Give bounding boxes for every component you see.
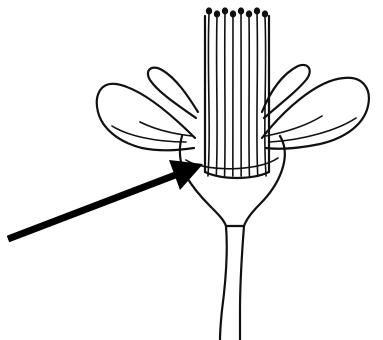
filament: [249, 17, 250, 176]
anthers-group: [206, 7, 268, 17]
filament: [208, 14, 209, 176]
anther: [246, 10, 252, 17]
anther: [262, 10, 268, 17]
anther: [254, 7, 260, 14]
filament: [216, 17, 217, 176]
stem-right-edge: [240, 226, 244, 340]
filament: [225, 14, 226, 176]
petal-back-left: [148, 68, 198, 118]
petal-right: [262, 78, 369, 149]
arrow-shaft: [8, 174, 178, 239]
petal-right-fold-inner: [266, 116, 322, 136]
filament: [257, 14, 258, 176]
anther: [238, 7, 244, 14]
anther: [214, 10, 220, 17]
anther: [206, 7, 212, 14]
pointer-arrow: [8, 160, 203, 239]
stamen-tube-base: [205, 172, 269, 178]
stem-left-edge: [220, 226, 227, 340]
anther: [222, 7, 228, 14]
anther: [230, 10, 236, 17]
filaments-group: [208, 14, 266, 176]
filament: [265, 17, 266, 176]
